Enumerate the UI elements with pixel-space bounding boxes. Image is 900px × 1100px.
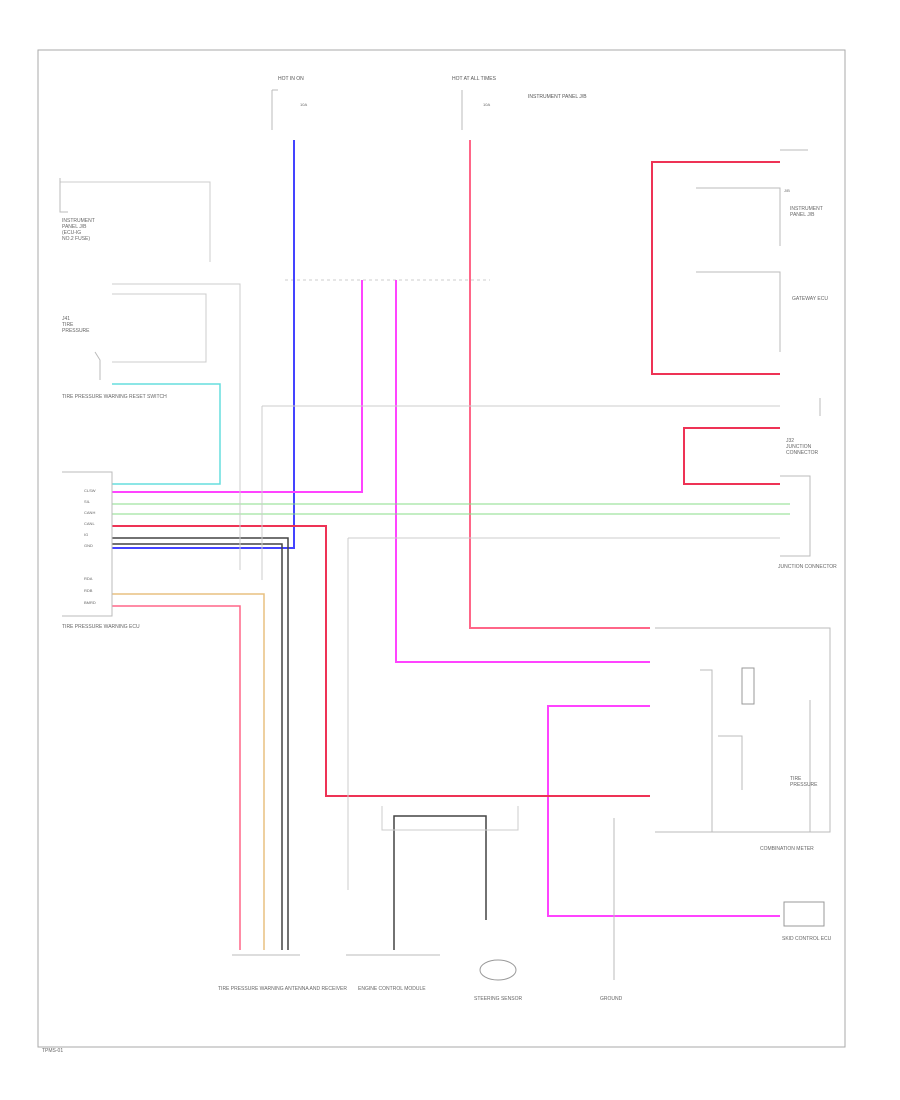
- svg-text:PRESSURE: PRESSURE: [62, 328, 90, 334]
- combination-meter: TIRE PRESSURE COMBINATION METER: [655, 627, 831, 852]
- steering-sensor: STEERING SENSOR: [474, 959, 522, 1002]
- svg-text:CANH: CANH: [84, 510, 95, 515]
- svg-text:10A: 10A: [483, 102, 490, 107]
- wire-gray-3: [347, 537, 780, 890]
- instrument-panel-jb-label: INSTRUMENT PANEL J/B: [528, 94, 587, 100]
- wire-red-ecm: [112, 525, 650, 797]
- wire-orange: [112, 605, 241, 950]
- wire-magenta-3: [547, 705, 780, 917]
- svg-text:GROUND: GROUND: [600, 996, 623, 1002]
- steering-label: STEERING SENSOR: [474, 996, 522, 1002]
- wire-gray-6: [60, 181, 211, 262]
- svg-text:J41: J41: [62, 316, 70, 322]
- svg-text:CONNECTOR: CONNECTOR: [786, 450, 819, 456]
- instrument-panel-jb-left: INSTRUMENT PANEL J/B (ECU-IG NO.2 FUSE): [59, 178, 95, 242]
- svg-text:CANL: CANL: [84, 521, 95, 526]
- junction-connector: J32 JUNCTION CONNECTOR JUNCTION CONNECTO…: [778, 398, 837, 570]
- fuse-right: HOT AT ALL TIMES 10A: [452, 76, 497, 130]
- engine-control: ENGINE CONTROL MODULE: [346, 806, 519, 992]
- fuse-right-label: HOT AT ALL TIMES: [452, 76, 497, 82]
- fuse-left: HOT IN ON 10A: [271, 76, 307, 130]
- svg-text:10A: 10A: [300, 102, 307, 107]
- svg-text:TIRE: TIRE: [790, 776, 802, 782]
- top-right-connector: J/B INSTRUMENT PANEL J/B GATEWAY ECU: [696, 149, 828, 352]
- svg-text:(ECU-IG: (ECU-IG: [62, 230, 81, 236]
- wire-gray-4: [112, 283, 241, 570]
- wire-magenta-2: [395, 280, 650, 663]
- svg-text:PRESSURE: PRESSURE: [790, 782, 818, 788]
- ecm-label: ENGINE CONTROL MODULE: [358, 986, 426, 992]
- reset-switch-label: TIRE PRESSURE WARNING RESET SWITCH: [62, 394, 167, 400]
- svg-text:CLSW: CLSW: [84, 488, 96, 493]
- wire-blue: [112, 140, 295, 549]
- ecu-label: TIRE PRESSURE WARNING ECU: [62, 624, 140, 630]
- junction-label: JUNCTION CONNECTOR: [778, 564, 837, 570]
- svg-text:JUNCTION: JUNCTION: [786, 444, 812, 450]
- ground: GROUND: [600, 818, 623, 1002]
- ecu-block: CLSW SIL CANH CANL IG GND RDA RDB BMRD T…: [62, 471, 140, 630]
- skid-label: SKID CONTROL ECU: [782, 936, 832, 942]
- svg-text:J32: J32: [786, 438, 794, 444]
- svg-text:RDA: RDA: [84, 576, 93, 581]
- svg-text:NO.2 FUSE): NO.2 FUSE): [62, 236, 90, 242]
- svg-text:GND: GND: [84, 543, 93, 548]
- wire-tan: [112, 593, 265, 950]
- svg-text:IG: IG: [84, 532, 88, 537]
- skid-control: SKID CONTROL ECU: [782, 901, 832, 942]
- svg-text:INSTRUMENT: INSTRUMENT: [62, 218, 95, 224]
- svg-text:BMRD: BMRD: [84, 600, 96, 605]
- wire-black-1: [112, 537, 289, 950]
- svg-text:INSTRUMENT: INSTRUMENT: [790, 206, 823, 212]
- wire-black-2: [112, 543, 283, 950]
- wire-gray-5: [112, 293, 207, 363]
- page-number: TPMS-01: [42, 1048, 63, 1054]
- reset-switch: J41 TIRE PRESSURE TIRE PRESSURE WARNING …: [62, 316, 167, 400]
- svg-text:SIL: SIL: [84, 499, 91, 504]
- antenna-receiver: TIRE PRESSURE WARNING ANTENNA AND RECEIV…: [218, 954, 347, 992]
- fuse-left-label: HOT IN ON: [278, 76, 304, 82]
- svg-text:J/B: J/B: [784, 188, 790, 193]
- gateway-label: GATEWAY ECU: [792, 296, 828, 302]
- wire-magenta-1: [112, 280, 363, 493]
- wire-red-top-right: [651, 161, 780, 375]
- wire-black-3: [393, 815, 487, 950]
- svg-text:PANEL J/B: PANEL J/B: [62, 224, 87, 230]
- wire-red-main: [469, 140, 650, 629]
- wire-cyan: [112, 383, 221, 485]
- diagram-frame: [37, 49, 846, 1048]
- wire-red-mid-right: [683, 427, 780, 485]
- svg-text:TIRE: TIRE: [62, 322, 74, 328]
- svg-text:PANEL J/B: PANEL J/B: [790, 212, 815, 218]
- svg-text:RDB: RDB: [84, 588, 93, 593]
- antenna-label: TIRE PRESSURE WARNING ANTENNA AND RECEIV…: [218, 986, 347, 992]
- combination-meter-label: COMBINATION METER: [760, 846, 814, 852]
